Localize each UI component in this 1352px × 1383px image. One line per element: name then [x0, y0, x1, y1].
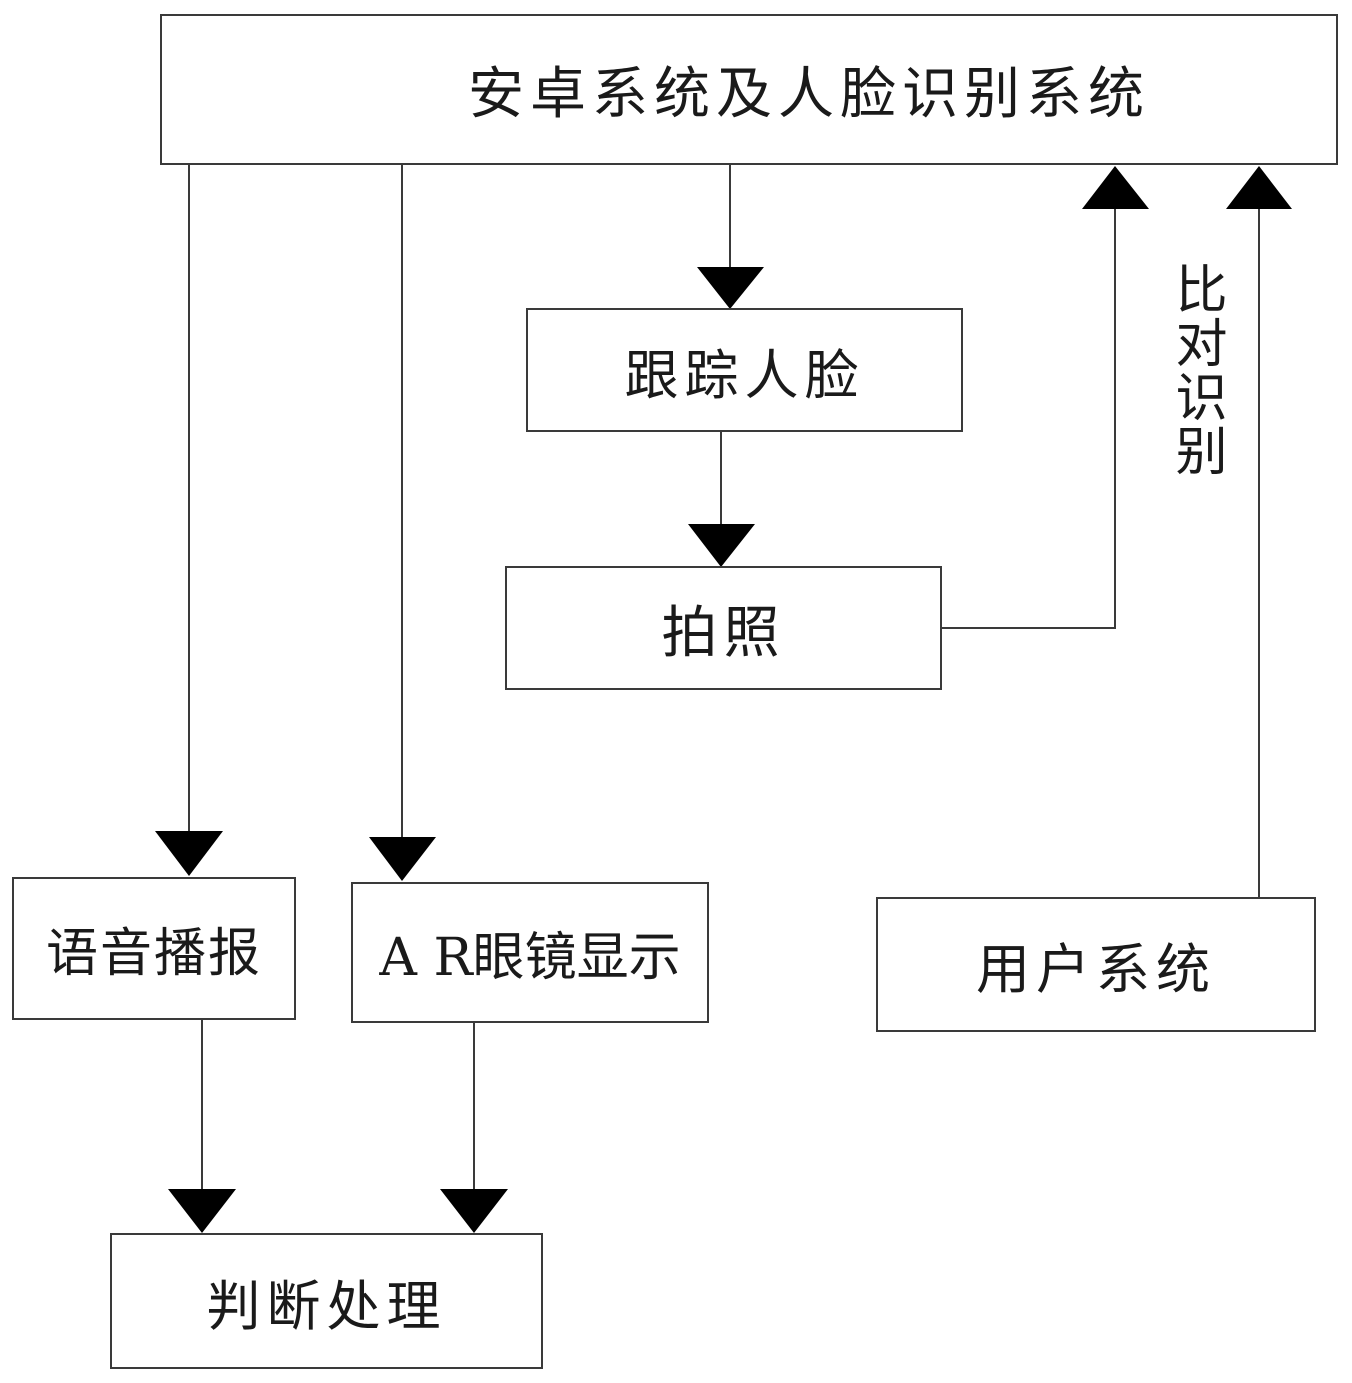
node-label: 语音播报	[45, 924, 262, 984]
arrowhead-to-photo	[688, 524, 755, 567]
node-android-face-recognition-system: 安卓系统及人脸识别系统	[160, 14, 1338, 165]
node-label: 安卓系统及人脸识别系统	[468, 62, 1150, 127]
edge-label-compare-recognize: 比对识别	[1166, 262, 1226, 478]
node-take-photo: 拍照	[505, 566, 942, 690]
arrowhead-to-track	[697, 267, 764, 309]
arrowhead-to-ar	[369, 837, 436, 881]
node-label: A R眼镜显示	[379, 928, 681, 988]
edge-photo-main	[942, 208, 1116, 629]
node-label: 拍照	[661, 600, 786, 666]
arrowhead-ar-judge	[440, 1189, 508, 1233]
arrowhead-to-voice	[155, 831, 223, 876]
node-user-system: 用户系统	[876, 897, 1316, 1032]
node-label: 判断处理	[206, 1274, 447, 1338]
arrowhead-compare-up	[1082, 166, 1149, 209]
arrowhead-voice-judge	[168, 1189, 236, 1233]
node-ar-glasses-display: A R眼镜显示	[351, 882, 709, 1023]
node-voice-broadcast: 语音播报	[12, 877, 296, 1020]
node-label: 用户系统	[976, 938, 1216, 1001]
node-label: 跟踪人脸	[624, 343, 865, 407]
node-judgment-processing: 判断处理	[110, 1233, 543, 1369]
arrowhead-user-up	[1226, 166, 1292, 209]
node-track-face: 跟踪人脸	[526, 308, 963, 432]
